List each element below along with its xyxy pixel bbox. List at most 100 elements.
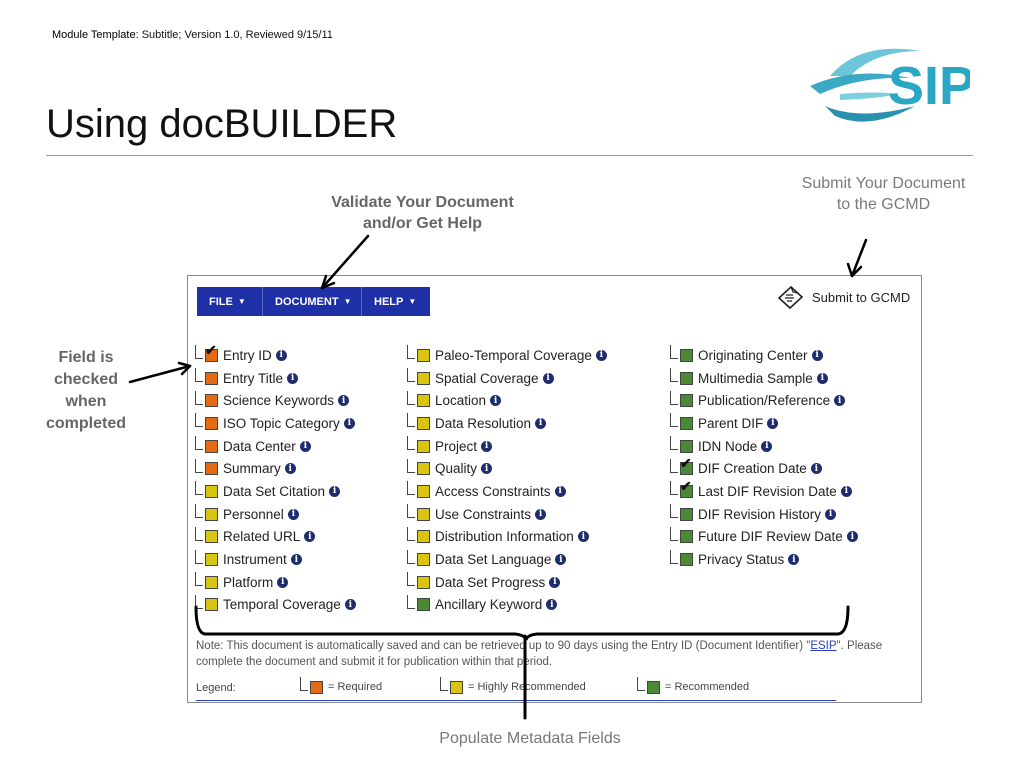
chevron-down-icon: ▼ [343,297,352,306]
info-icon[interactable]: i [810,463,822,475]
info-icon[interactable]: i [535,508,547,520]
info-icon[interactable]: i [788,554,800,566]
info-icon[interactable]: i [811,349,823,361]
chevron-down-icon: ▼ [408,297,417,306]
info-icon[interactable]: i [840,485,852,497]
field-status-checkbox [205,507,218,521]
required-swatch [310,680,323,694]
info-icon[interactable]: i [284,463,296,475]
menu-file-button[interactable]: FILE▼ [197,287,263,316]
menu-bar: FILE▼ DOCUMENT▼ HELP▼ [197,287,430,316]
header-module-label: Module Template [52,29,136,41]
field-status-checkbox [417,507,430,521]
legend-required: = Required [300,677,382,694]
info-icon[interactable]: i [338,395,350,407]
legend-highly-text: = Highly Recommended [468,681,586,693]
field-label: Ancillary Keyword [435,597,543,613]
legend-recommended-text: = Recommended [665,681,750,693]
entry-id-link[interactable]: ESIP [810,640,837,652]
info-icon[interactable]: i [825,508,837,520]
submit-to-gcmd-button[interactable]: Submit to GCMD [776,284,910,310]
field-status-checkbox [205,598,218,612]
field-status-checkbox [680,507,693,521]
field-status-checkbox [205,439,218,453]
info-icon[interactable]: i [542,372,554,384]
info-icon[interactable]: i [287,508,299,520]
info-icon[interactable]: i [595,349,607,361]
info-icon[interactable]: i [761,440,773,452]
info-icon[interactable]: i [290,554,302,566]
info-icon[interactable]: i [343,417,355,429]
info-icon[interactable]: i [490,395,502,407]
annotation-validate-line1: Validate Your Document [331,194,514,211]
info-icon[interactable]: i [577,531,589,543]
info-icon[interactable]: i [816,372,828,384]
menu-help-button[interactable]: HELP▼ [362,287,430,316]
info-icon[interactable]: i [277,576,289,588]
tree-connector [407,549,415,564]
tree-connector [407,481,415,496]
info-icon[interactable]: i [834,395,846,407]
info-icon[interactable]: i [299,440,311,452]
info-icon[interactable]: i [767,417,779,429]
info-icon[interactable]: i [555,554,567,566]
field-label: Related URL [223,529,301,545]
field-label: Access Constraints [435,483,551,499]
info-icon[interactable]: i [275,349,287,361]
info-icon[interactable]: i [481,440,493,452]
info-icon[interactable]: i [287,372,299,384]
field-label: Multimedia Sample [698,370,813,386]
tree-connector [407,413,415,428]
field-status-checkbox [417,394,430,408]
legend-recommended: = Recommended [637,677,750,694]
info-icon[interactable]: i [481,463,493,475]
note-text-start: Note: This document is automatically sav… [196,640,811,652]
info-icon[interactable]: i [846,531,858,543]
info-icon[interactable]: i [535,417,547,429]
field-label: Entry Title [223,370,284,386]
info-icon[interactable]: i [549,576,561,588]
info-icon[interactable]: i [554,485,566,497]
field-status-checkbox [417,462,430,476]
field-status-checkbox [680,371,693,385]
info-icon[interactable]: i [304,531,316,543]
info-icon[interactable]: i [329,485,341,497]
info-icon[interactable]: i [546,599,558,611]
info-icon[interactable]: i [344,599,356,611]
menu-document-button[interactable]: DOCUMENT▼ [263,287,362,316]
